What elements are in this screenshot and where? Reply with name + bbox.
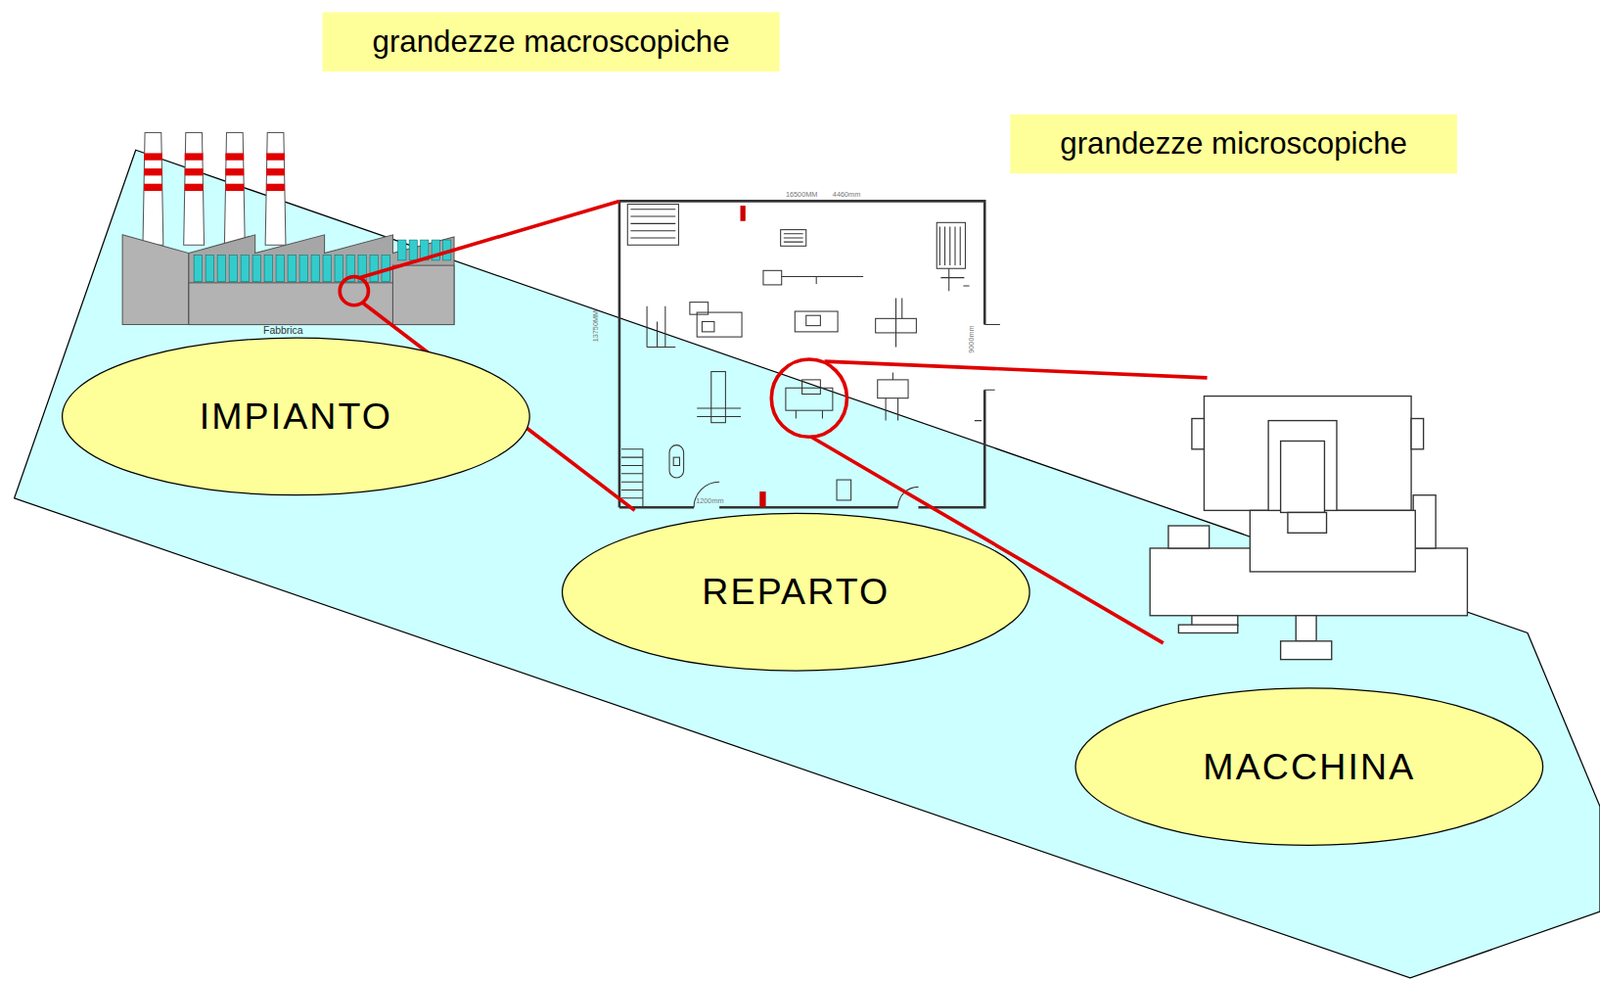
factory-drawing (122, 133, 455, 325)
node-text: grandezze macroscopiche (371, 24, 730, 59)
node-text: grandezze microscopiche (1059, 126, 1408, 161)
dimension-text: 9000mm (967, 324, 975, 353)
dimension-text: 16500MM (785, 190, 818, 198)
node-text: REPARTO (701, 570, 890, 614)
level-ellipse: MACCHINA (1074, 686, 1545, 847)
floor-plan (619, 200, 1001, 507)
scale-label-box: grandezze microscopiche (1009, 114, 1458, 174)
dimension-text: 13750MM (592, 310, 599, 342)
dimension-text: 4460mm (832, 190, 861, 198)
machine-drawing (1149, 396, 1467, 660)
level-ellipse: REPARTO (561, 511, 1032, 672)
scale-label-box: grandezze macroscopiche (322, 12, 780, 72)
level-ellipse: IMPIANTO (61, 336, 532, 497)
factory-caption: Fabbrica (263, 324, 304, 336)
node-text: MACCHINA (1202, 744, 1416, 788)
node-text: IMPIANTO (199, 395, 393, 439)
ground-band (14, 149, 1600, 978)
dimension-text: 1200mm (695, 497, 724, 504)
